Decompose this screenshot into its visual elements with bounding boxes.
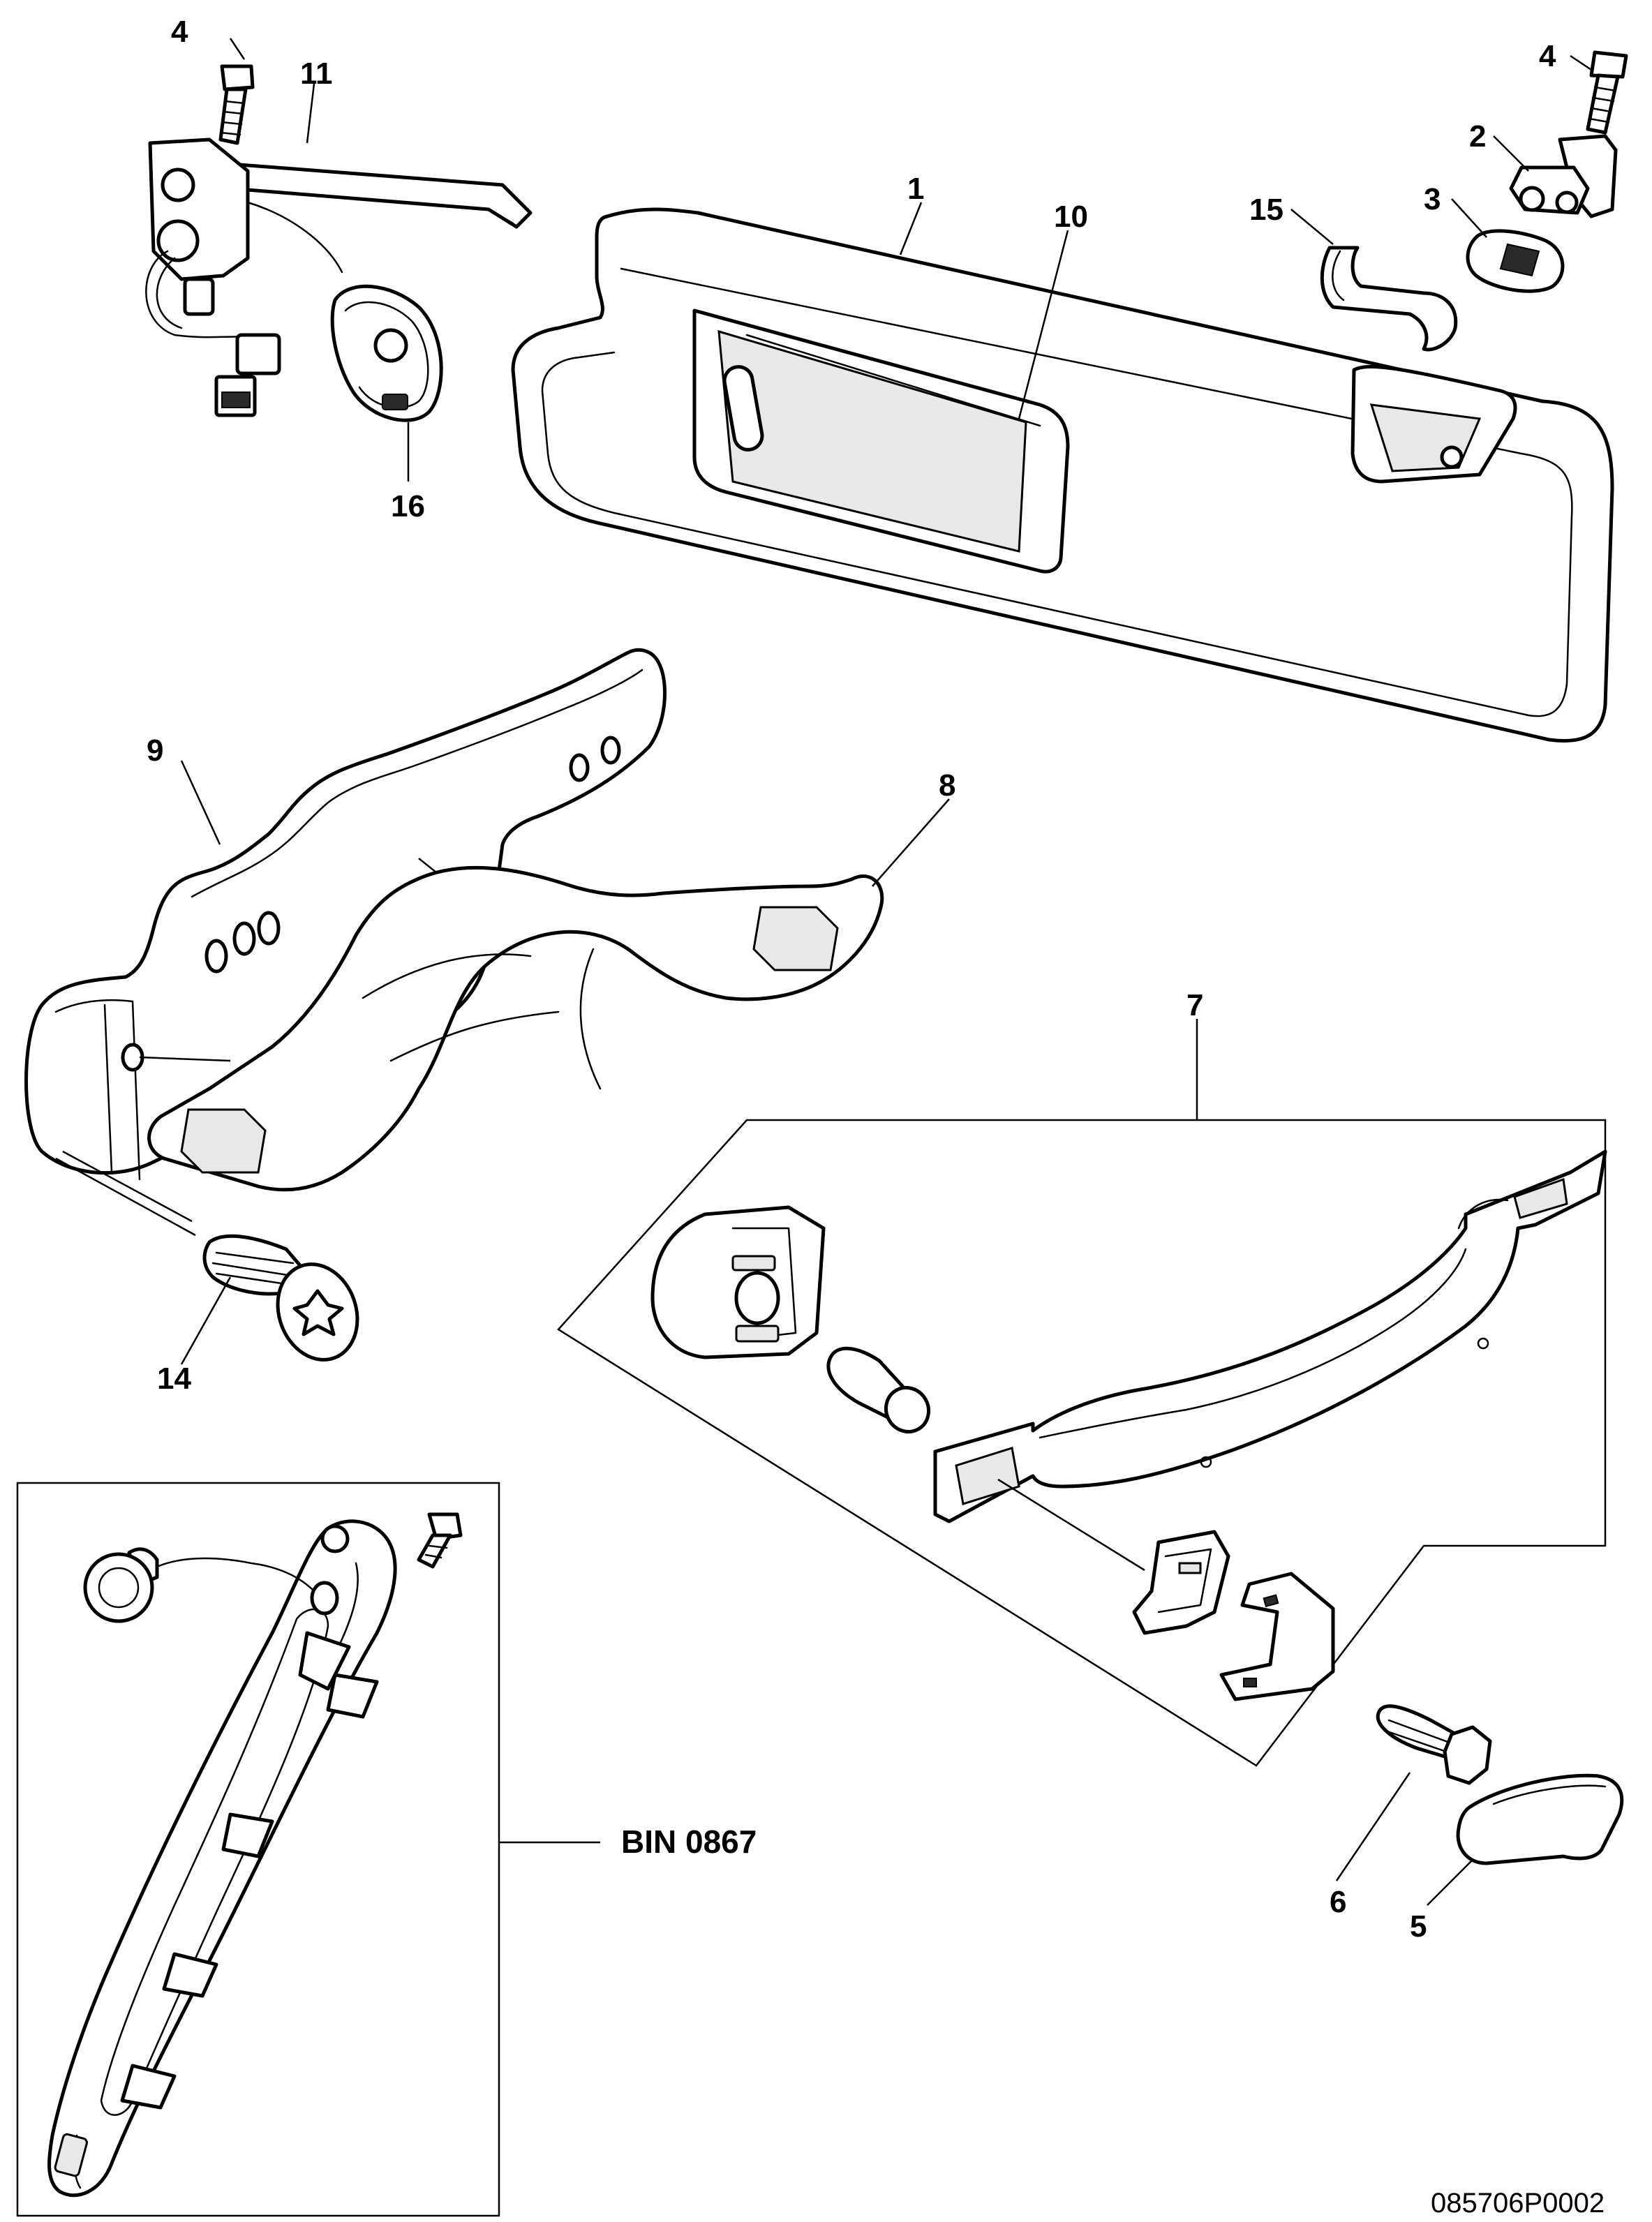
pin-bushing <box>826 1346 931 1434</box>
inset-screw <box>417 1512 463 1569</box>
callout-11: 11 <box>300 57 333 91</box>
callout-4-right: 4 <box>1539 39 1556 73</box>
assembly-line <box>62 906 517 1223</box>
handle-mount-block <box>650 1205 826 1359</box>
visor-clip <box>1320 246 1458 352</box>
assembly-line <box>997 1478 1145 1572</box>
callout-14: 14 <box>157 1362 191 1396</box>
screw-top-left <box>218 64 255 145</box>
torx-screw <box>202 1234 359 1362</box>
screw-top-right <box>1586 50 1628 135</box>
assembly-group-outline <box>557 1119 1607 1767</box>
hinge-bracket <box>1509 134 1618 218</box>
cover-plate <box>330 284 443 422</box>
leader-lines <box>180 38 1592 1906</box>
callout-7: 7 <box>1186 988 1203 1022</box>
callout-16: 16 <box>391 489 425 523</box>
angle-bracket <box>1219 1572 1335 1701</box>
inset-bin-label: BIN 0867 <box>621 1824 757 1860</box>
sun-visor <box>511 207 1614 743</box>
callout-9: 9 <box>147 733 163 768</box>
handle-gasket <box>147 865 884 1192</box>
document-id: 085706P0002 <box>1431 2188 1605 2219</box>
callout-10: 10 <box>1054 200 1088 234</box>
inset-rivet <box>83 1547 315 1623</box>
callout-2: 2 <box>1469 119 1486 154</box>
callout-8: 8 <box>939 768 955 803</box>
callout-6: 6 <box>1330 1885 1346 1919</box>
grab-handle-bracket <box>24 648 667 1181</box>
callout-1: 1 <box>907 172 924 206</box>
grab-handle <box>933 1149 1607 1523</box>
callout-15: 15 <box>1249 193 1283 227</box>
callout-5: 5 <box>1410 1909 1427 1944</box>
inset-frame <box>16 1482 500 2217</box>
inset-handle <box>47 1519 397 2198</box>
hex-bolt <box>1376 1704 1492 1785</box>
vanity-mirror-harness <box>145 137 533 417</box>
spring-clip <box>1132 1530 1230 1635</box>
callout-4-left: 4 <box>171 15 188 49</box>
mounting-plate <box>1466 229 1565 293</box>
end-cap <box>1456 1773 1624 1865</box>
callout-3: 3 <box>1424 182 1441 216</box>
